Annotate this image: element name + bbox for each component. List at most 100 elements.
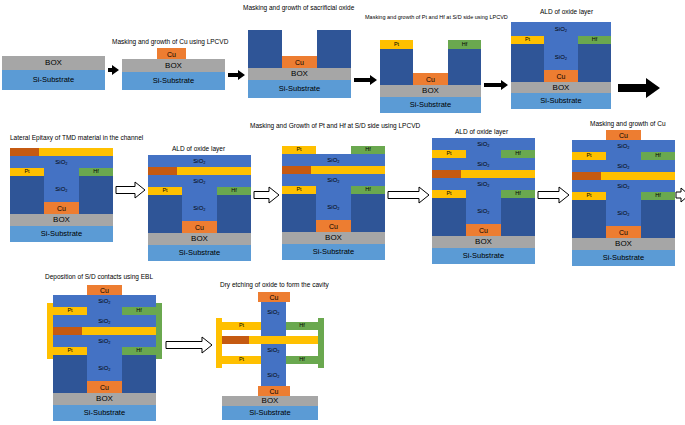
layer-label: BOX bbox=[96, 395, 113, 403]
step-caption: ALD of oxide layer bbox=[172, 145, 225, 152]
process-step: ALD of oxide layerSiO₂PtHfSiO₂SiO₂PtHfSi… bbox=[432, 138, 535, 264]
layer bbox=[380, 73, 413, 85]
layer-label: Cu bbox=[557, 73, 566, 80]
layer-label: Hf bbox=[515, 191, 521, 197]
layer bbox=[282, 154, 385, 166]
layer bbox=[282, 146, 316, 154]
layer bbox=[222, 396, 318, 406]
layer-label: BOX bbox=[553, 84, 570, 92]
layer bbox=[351, 194, 385, 220]
flow-arrow bbox=[166, 337, 212, 353]
layer bbox=[501, 150, 535, 158]
layer bbox=[282, 244, 385, 260]
layer bbox=[122, 355, 156, 381]
step-caption: Masking and growth of Pt and Hf at S/D s… bbox=[365, 14, 508, 20]
layer-label: Pt bbox=[67, 348, 72, 354]
layer-label: Si-Substrate bbox=[463, 252, 504, 260]
layer bbox=[282, 174, 385, 186]
layer bbox=[217, 221, 251, 233]
layer-label: SiO₂ bbox=[55, 186, 67, 192]
layer bbox=[182, 187, 217, 195]
layer-label: Si-Substrate bbox=[540, 97, 581, 105]
layer bbox=[466, 198, 501, 224]
step-caption: ALD of oxide layer bbox=[455, 128, 508, 135]
layer bbox=[286, 356, 318, 364]
process-step: Dry etching of oxide to form the cavityC… bbox=[215, 292, 325, 420]
layer-label: SiO₂ bbox=[477, 141, 489, 147]
process-step: Masking and growth of CuCuSiO₂PtHfSiO₂Si… bbox=[572, 130, 675, 266]
layer bbox=[601, 172, 675, 180]
contact-bar bbox=[216, 318, 222, 368]
layer bbox=[122, 307, 156, 315]
layer bbox=[572, 238, 675, 250]
layer bbox=[501, 224, 535, 236]
layer-label: Si-Substrate bbox=[313, 248, 354, 256]
step-caption: Masking and growth of sacrificial oxide bbox=[243, 4, 354, 11]
layer-label: SiO₂ bbox=[555, 26, 567, 32]
layer bbox=[572, 200, 606, 226]
layer bbox=[572, 160, 675, 172]
layer bbox=[448, 49, 481, 73]
layer bbox=[432, 158, 535, 170]
layer bbox=[261, 364, 286, 386]
layer bbox=[82, 327, 156, 335]
layer-label: Si-Substrate bbox=[279, 85, 320, 93]
flow-arrow bbox=[116, 182, 145, 198]
flow-arrow bbox=[538, 187, 569, 203]
layer-label: SiO₂ bbox=[98, 318, 110, 324]
layer-label: SiO₂ bbox=[617, 183, 629, 189]
layer bbox=[466, 190, 501, 198]
layer-label: Pt bbox=[586, 193, 591, 199]
layer bbox=[248, 30, 282, 56]
layer bbox=[10, 156, 113, 168]
layer-label: SiO₂ bbox=[477, 181, 489, 187]
layer-label: Cu bbox=[329, 223, 338, 230]
flow-arrow bbox=[228, 70, 245, 80]
layer bbox=[261, 302, 286, 322]
layer-label: Cu bbox=[100, 287, 109, 294]
layer bbox=[511, 70, 544, 82]
layer-label: BOX bbox=[53, 216, 70, 224]
layer bbox=[466, 224, 501, 236]
layer-label: Si-Substrate bbox=[603, 254, 644, 262]
layer-label: Si-Substrate bbox=[410, 101, 451, 109]
layer bbox=[432, 236, 535, 248]
layer-label: Cu bbox=[479, 227, 488, 234]
layer-label: SiO₂ bbox=[617, 210, 629, 216]
layer bbox=[248, 68, 351, 80]
layer-label: Cu bbox=[426, 76, 435, 83]
layer bbox=[87, 381, 122, 393]
flow-arrow bbox=[354, 75, 377, 85]
layer bbox=[511, 82, 611, 93]
layer bbox=[222, 406, 318, 420]
step-caption: Dry etching of oxide to form the cavity bbox=[220, 281, 329, 288]
layer bbox=[317, 56, 351, 68]
layer bbox=[122, 59, 225, 72]
layer bbox=[432, 198, 466, 224]
layer bbox=[572, 172, 601, 180]
layer bbox=[2, 70, 105, 90]
layer bbox=[148, 167, 177, 175]
layer-label: Pt bbox=[296, 147, 301, 153]
layer bbox=[606, 200, 641, 226]
layer-label: Cu bbox=[270, 388, 279, 395]
layer bbox=[53, 381, 87, 393]
process-step: Masking and growth of Cu using LPCVDCuBO… bbox=[122, 48, 225, 90]
layer bbox=[87, 307, 122, 315]
layer-label: BOX bbox=[262, 397, 279, 405]
step-caption: ALD of oxide layer bbox=[540, 8, 593, 15]
layer-label: BOX bbox=[165, 62, 182, 70]
flow-arrow bbox=[108, 65, 119, 75]
layer bbox=[148, 155, 251, 167]
process-step: Masking and Growth of Pt and Hf at S/D s… bbox=[282, 146, 385, 260]
layer-label: Hf bbox=[365, 187, 371, 193]
layer-label: Si-Substrate bbox=[84, 409, 125, 417]
layer bbox=[53, 355, 87, 381]
process-step: Lateral Epitaxy of TMD material in the c… bbox=[10, 148, 113, 242]
layer bbox=[572, 152, 606, 160]
layer-label: Si-Substrate bbox=[249, 409, 290, 417]
layer-label: SiO₂ bbox=[98, 338, 110, 344]
layer bbox=[316, 194, 351, 220]
contact-bar bbox=[156, 303, 162, 359]
